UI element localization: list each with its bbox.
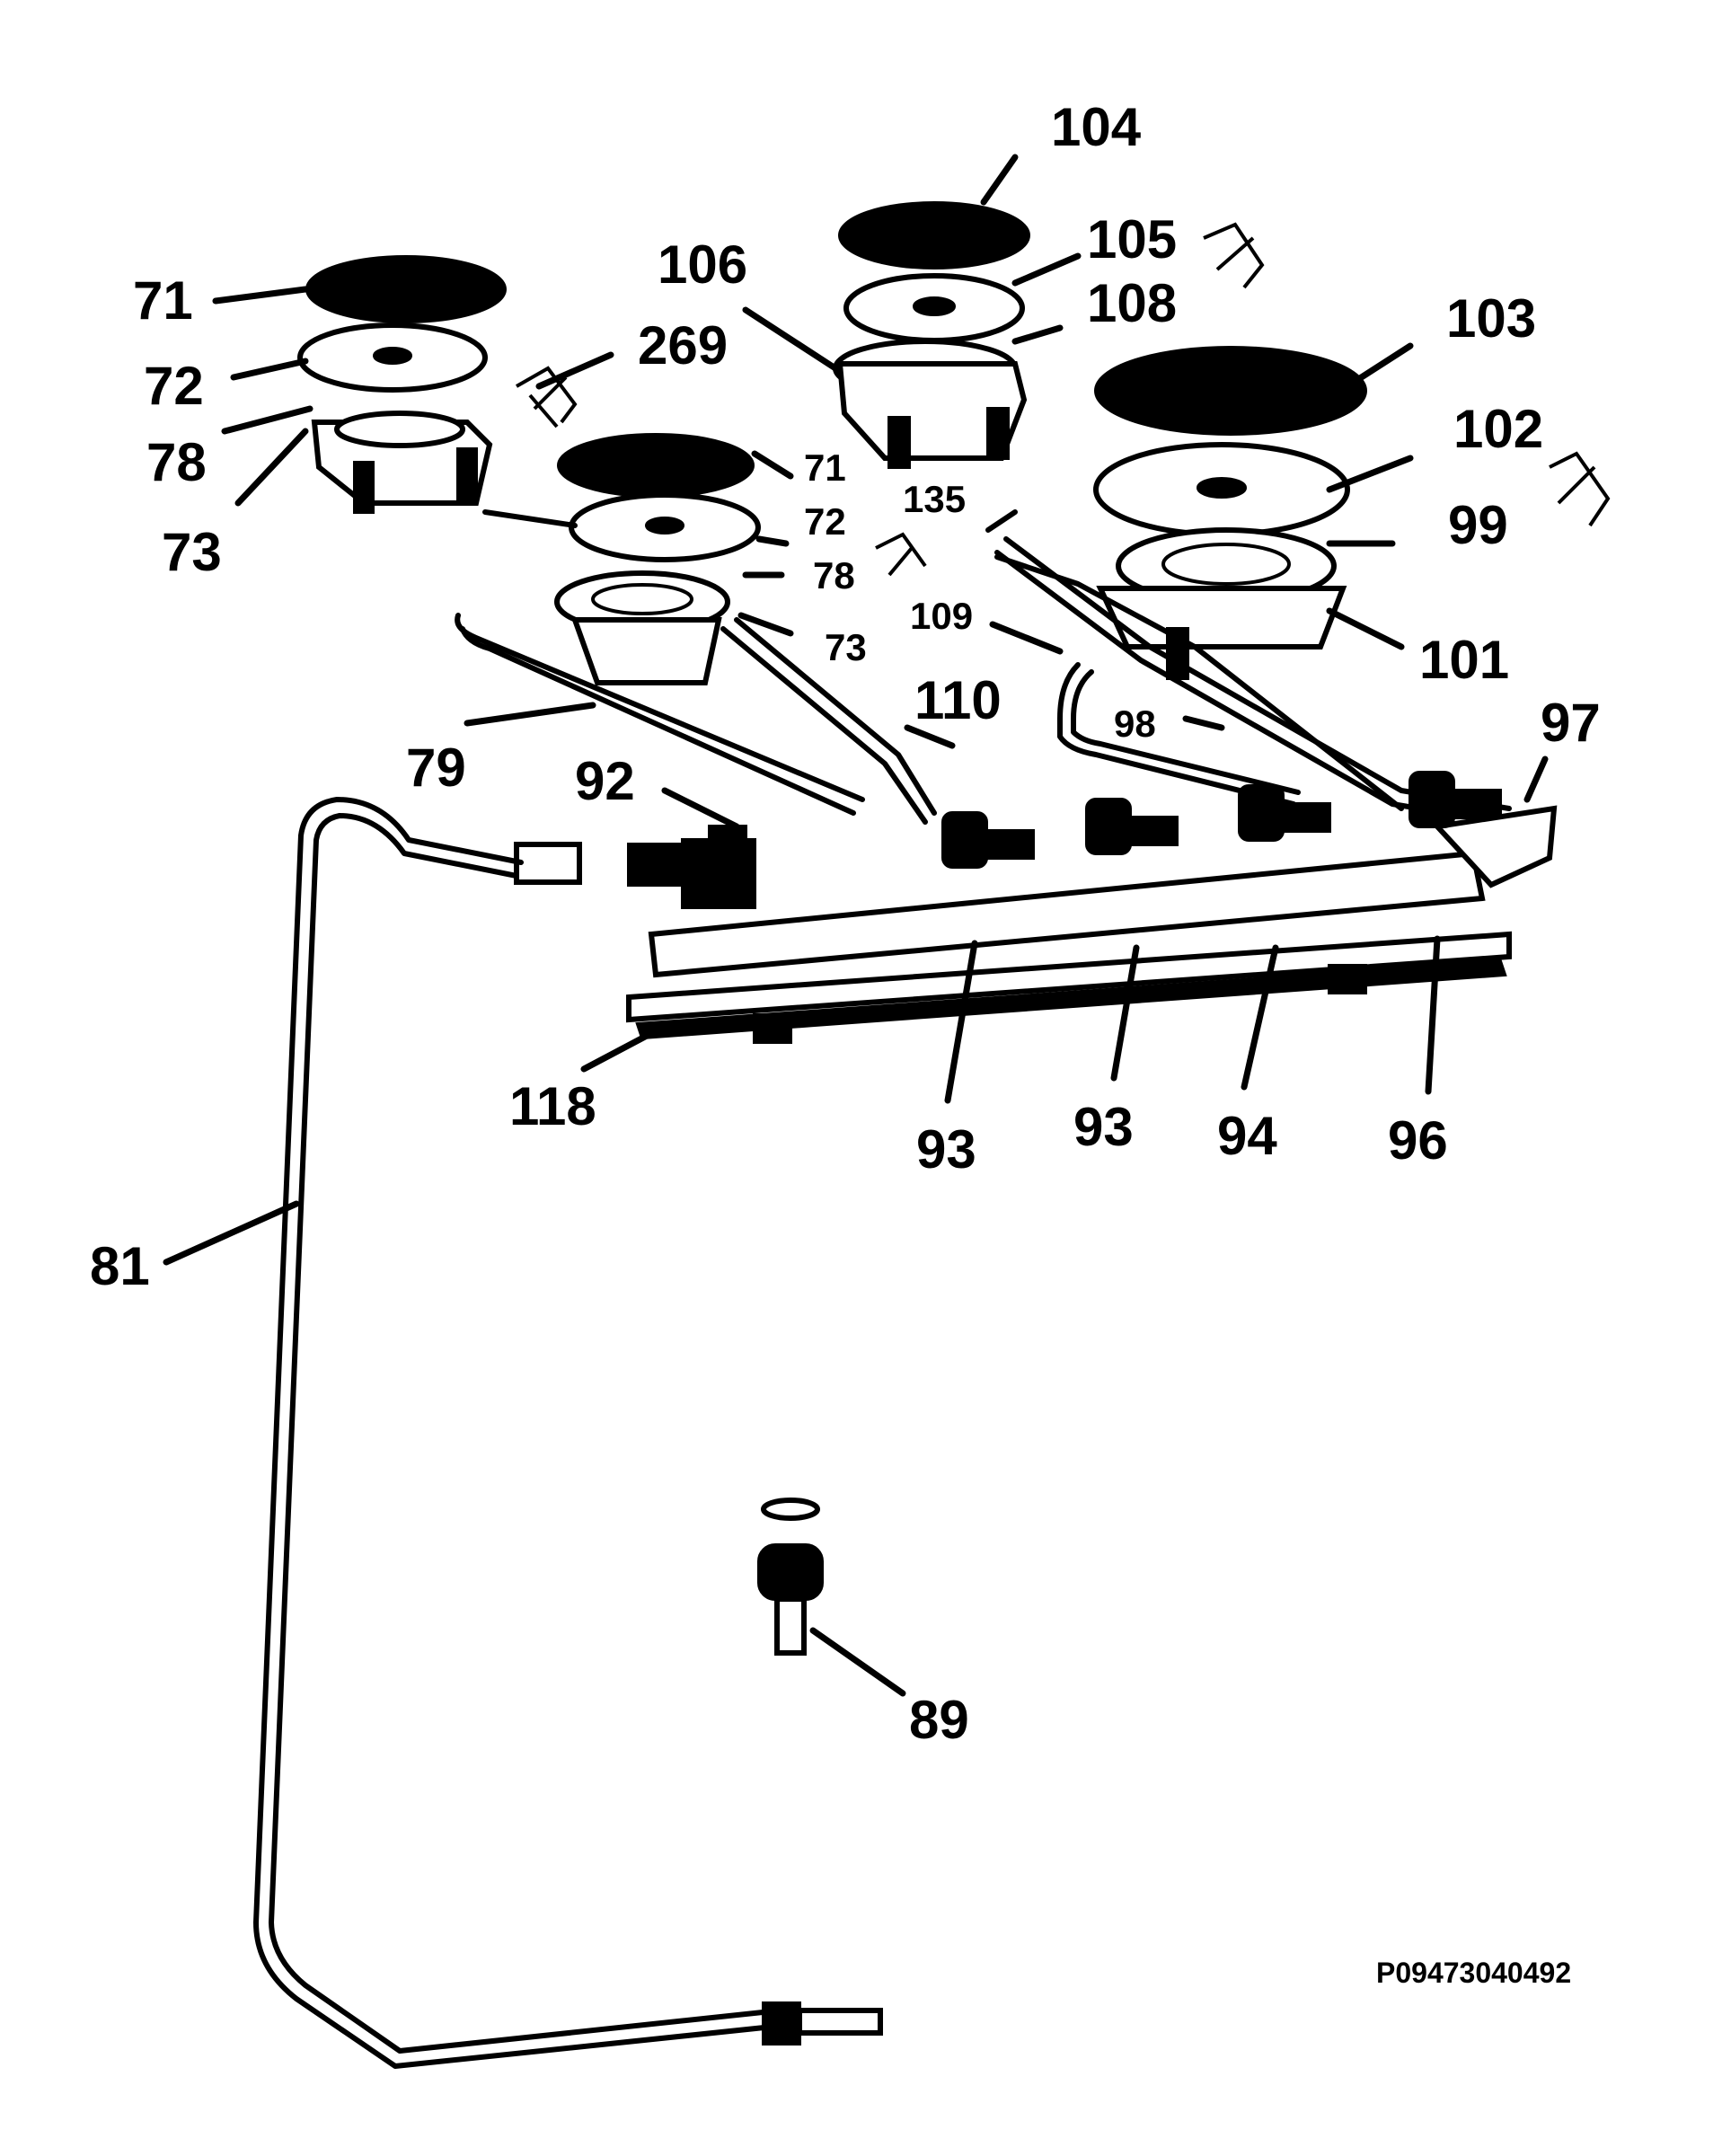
label-71-left: 71 [133, 270, 193, 331]
label-98: 98 [1114, 702, 1156, 745]
electrode-icon-269 [516, 366, 578, 429]
electrode-icon-78 [875, 532, 927, 577]
burner-cap-104 [838, 201, 1030, 270]
label-73-left: 73 [162, 522, 222, 582]
electrode-icon-105 [1203, 222, 1265, 289]
label-118: 118 [509, 1076, 596, 1136]
label-93-center: 93 [1073, 1097, 1134, 1157]
label-73-center: 73 [825, 626, 867, 668]
label-78-left: 78 [146, 432, 207, 492]
valve-92 [514, 825, 756, 909]
label-97: 97 [1541, 693, 1601, 753]
label-99: 99 [1448, 495, 1508, 555]
label-101: 101 [1419, 630, 1509, 690]
label-72-left: 72 [144, 356, 204, 416]
electrode-icon-99 [1549, 451, 1611, 527]
gas-tap-93-left [941, 811, 1035, 869]
gas-tap-96 [1409, 771, 1502, 828]
label-89: 89 [909, 1690, 969, 1750]
label-78-center: 78 [813, 554, 855, 596]
burner-right-front [1093, 346, 1367, 680]
gas-tap-93-center [1085, 798, 1179, 855]
leader-lines [163, 154, 1549, 1697]
diagram-code: P09473040492 [1376, 1957, 1571, 1989]
burner-cap-103 [1094, 346, 1367, 436]
label-72-center: 72 [804, 500, 846, 543]
burner-body-73-center [570, 617, 722, 685]
label-79: 79 [406, 738, 466, 798]
burner-center-left [554, 433, 761, 685]
label-103: 103 [1446, 288, 1536, 349]
burner-cap-71-left [305, 255, 507, 323]
gas-manifold-97 [648, 771, 1558, 978]
label-102: 102 [1453, 399, 1543, 459]
label-106: 106 [658, 234, 747, 295]
burner-right-back [833, 201, 1030, 469]
label-104: 104 [1051, 97, 1142, 157]
label-96: 96 [1388, 1110, 1448, 1171]
label-94: 94 [1217, 1106, 1277, 1166]
label-110: 110 [914, 670, 1002, 730]
burner-cap-71-center [557, 433, 755, 498]
control-bracket-118 [626, 931, 1512, 1044]
gas-inlet-pipe-81 [253, 797, 883, 2069]
burner-left-back [297, 255, 507, 514]
label-269: 269 [638, 315, 728, 376]
label-81: 81 [90, 1236, 150, 1296]
label-105: 105 [1087, 209, 1177, 270]
label-93-left: 93 [916, 1119, 976, 1180]
gas-tap-94 [1238, 784, 1331, 842]
part-labels: 71 72 78 73 269 71 72 78 73 104 105 106 … [90, 97, 1601, 1750]
injector-89 [757, 1498, 824, 1656]
label-109: 109 [910, 595, 973, 637]
ignition-electrode-icons [516, 222, 1611, 577]
label-92: 92 [575, 751, 635, 811]
label-108: 108 [1087, 273, 1177, 333]
label-71-center: 71 [804, 446, 846, 489]
label-135: 135 [903, 478, 966, 520]
burner-body-101 [1096, 586, 1347, 649]
